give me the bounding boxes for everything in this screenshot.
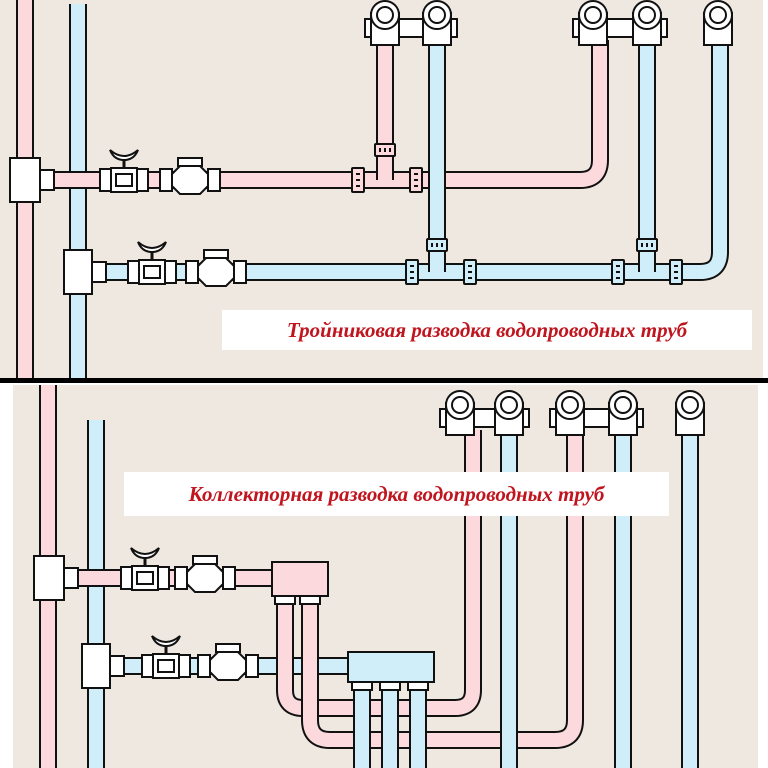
manifold-nozzle	[351, 681, 373, 691]
elbow-hole	[376, 6, 394, 24]
valve-handle	[109, 149, 139, 162]
elbow-hole	[428, 6, 446, 24]
check-cap	[203, 249, 229, 259]
coupling	[374, 143, 396, 157]
coupling	[409, 167, 423, 193]
check-nut	[174, 566, 188, 590]
manifold-nozzle	[299, 595, 321, 605]
valve-window	[157, 659, 175, 673]
elbow-hole	[500, 396, 518, 414]
wall-elbow-icon	[370, 0, 400, 46]
check-cap	[192, 555, 218, 565]
valve-handle	[151, 635, 181, 648]
tee-fitting	[9, 157, 41, 203]
wall-elbow-icon	[555, 390, 585, 436]
check-nut	[159, 168, 173, 192]
check-body	[186, 563, 224, 593]
check-nut	[233, 260, 247, 284]
elbow-hole	[451, 396, 469, 414]
elbow-hole	[584, 6, 602, 24]
check-nut	[197, 654, 211, 678]
check-valve-icon	[197, 643, 259, 681]
wall-elbow-icon	[608, 390, 638, 436]
ball-valve-icon	[120, 547, 170, 591]
ball-valve-icon	[99, 149, 149, 193]
wall-elbow-icon	[632, 0, 662, 46]
hot-manifold	[271, 561, 329, 597]
wall-elbow-icon	[422, 0, 452, 46]
hot-out-1-fill	[278, 430, 480, 715]
wall-elbow-icon	[675, 390, 705, 436]
manifold-nozzle	[407, 681, 429, 691]
hot-out-1	[276, 430, 482, 717]
check-cap	[177, 157, 203, 167]
check-valve-icon	[174, 555, 236, 593]
coupling	[351, 167, 365, 193]
check-nut	[222, 566, 236, 590]
cold-main-top-outline	[92, 40, 729, 281]
coupling	[426, 238, 448, 252]
hot-main-top-fill	[40, 40, 607, 187]
valve-handle	[137, 241, 167, 254]
valve-window	[143, 265, 161, 279]
tee-socket	[63, 567, 79, 589]
tee-fitting	[81, 643, 111, 689]
check-body	[171, 165, 209, 195]
valve-window	[115, 173, 133, 187]
check-body	[209, 651, 247, 681]
tee-socket	[109, 655, 125, 677]
check-body	[197, 257, 235, 287]
elbow-hole	[561, 396, 579, 414]
coupling	[669, 259, 683, 285]
tee-socket	[91, 261, 107, 283]
tee-fitting	[63, 249, 93, 295]
hot-out-2	[301, 430, 584, 749]
elbow-hole	[681, 396, 699, 414]
tee-fitting	[33, 555, 65, 601]
wall-elbow-icon	[445, 390, 475, 436]
manifold-scheme-label: Коллекторная разводка водопроводных труб	[124, 472, 669, 516]
hot-out-2-fill	[303, 430, 582, 747]
wall-elbow-icon	[578, 0, 608, 46]
valve-window	[136, 571, 154, 585]
tee-scheme-title: Тройниковая разводка водопроводных труб	[286, 317, 688, 342]
coupling	[611, 259, 625, 285]
check-cap	[215, 643, 241, 653]
ball-valve-icon	[127, 241, 177, 285]
check-valve-icon	[185, 249, 247, 287]
tee-scheme-label: Тройниковая разводка водопроводных труб	[222, 310, 752, 350]
coupling	[405, 259, 419, 285]
tee-socket	[39, 169, 55, 191]
wall-elbow-icon	[494, 390, 524, 436]
manifold-scheme-title: Коллекторная разводка водопроводных труб	[188, 481, 605, 506]
check-nut	[185, 260, 199, 284]
check-valve-icon	[159, 157, 221, 195]
ball-valve-icon	[141, 635, 191, 679]
elbow-hole	[614, 396, 632, 414]
coupling	[636, 238, 658, 252]
panel-divider	[0, 378, 768, 383]
coupling	[463, 259, 477, 285]
manifold-nozzle	[379, 681, 401, 691]
elbow-hole	[709, 6, 727, 24]
check-nut	[245, 654, 259, 678]
elbow-hole	[638, 6, 656, 24]
hot-main-top	[40, 40, 609, 189]
cold-main-top	[92, 40, 729, 281]
manifold-nozzle	[274, 595, 296, 605]
wall-elbow-icon	[703, 0, 733, 46]
cold-manifold	[347, 651, 435, 683]
valve-handle	[130, 547, 160, 560]
check-nut	[207, 168, 221, 192]
cold-main-top-fill	[92, 40, 727, 279]
